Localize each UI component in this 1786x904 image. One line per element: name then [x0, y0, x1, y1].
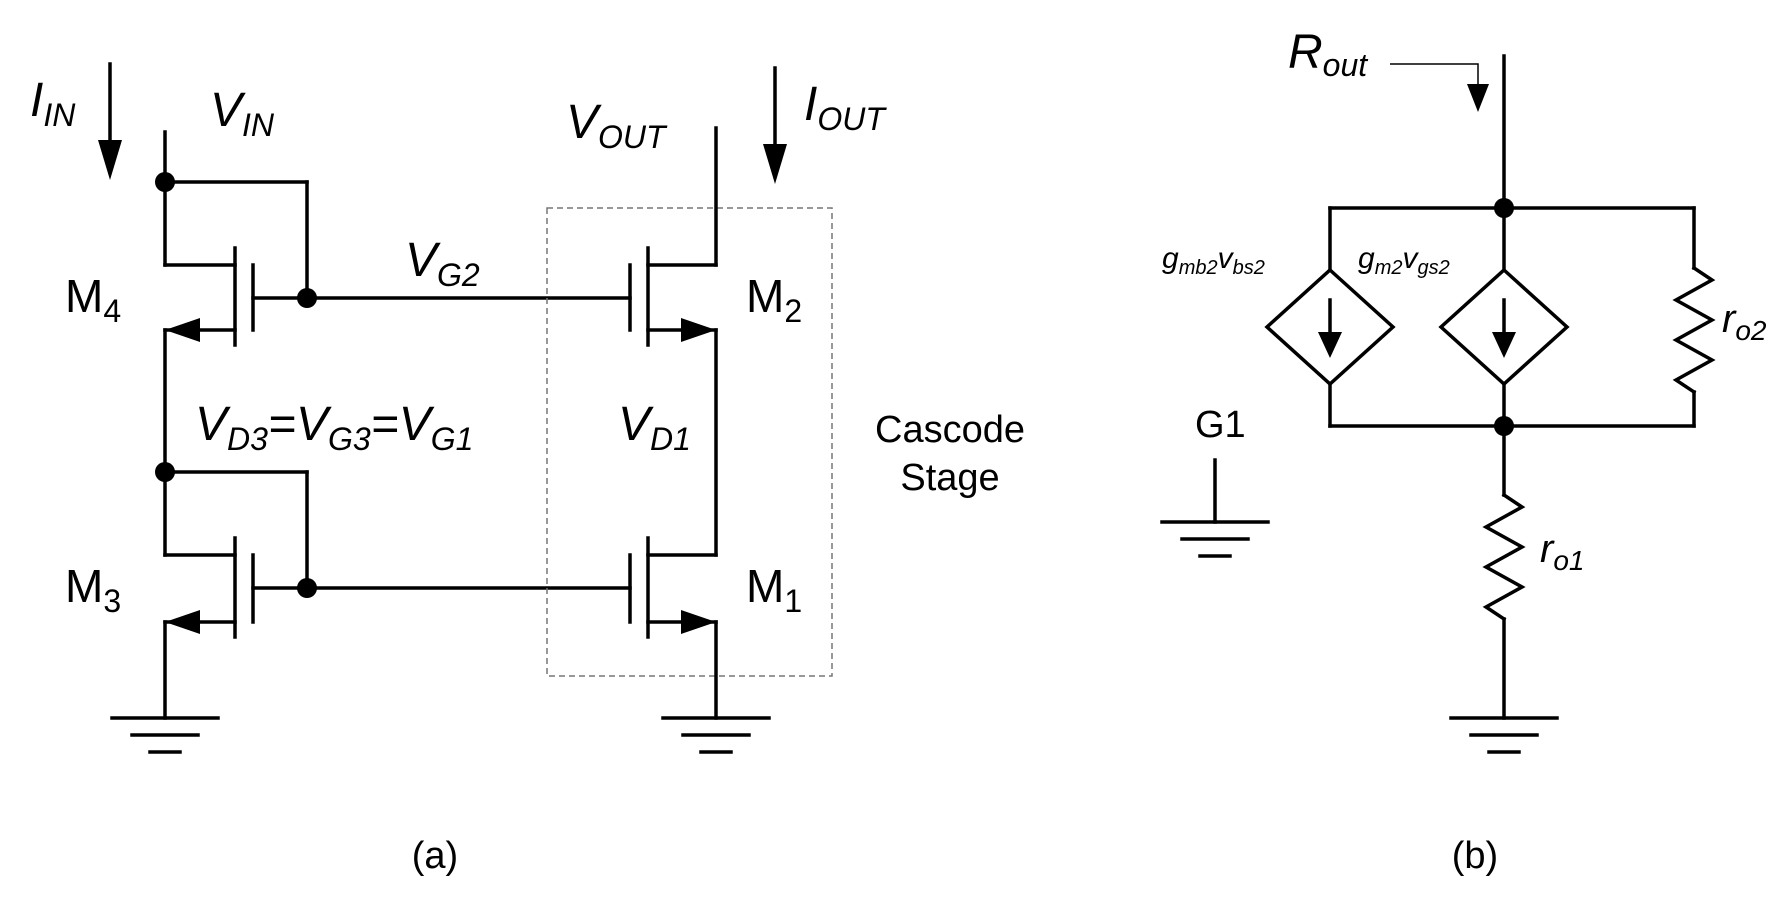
- node-top-dot: [1494, 198, 1514, 218]
- m3-source-arrow: [165, 610, 200, 634]
- node-vin-dot: [155, 172, 175, 192]
- m3-diode-wiring: [163, 470, 309, 590]
- label-g1: G1: [1195, 404, 1246, 446]
- label-gm2-vgs2: gm2vgs2: [1358, 242, 1450, 279]
- m2-transistor: [628, 246, 718, 347]
- label-rout: Rout: [1288, 26, 1368, 83]
- cascode-stage-box: [546, 207, 833, 677]
- m2-source-arrow: [681, 318, 716, 342]
- m1-source-arrow: [681, 610, 716, 634]
- m4-source-arrow: [165, 318, 200, 342]
- ground-symbol-ro1: [1449, 716, 1559, 754]
- ro2-resistor: [1672, 206, 1716, 428]
- label-vd3-vg3-vg1: VD3=VG3=VG1: [195, 398, 473, 457]
- caption-b: (b): [1452, 835, 1498, 877]
- label-cascode-stage-line2: Stage: [900, 457, 999, 499]
- ground-symbol-m3: [110, 716, 220, 754]
- m1-transistor: [628, 536, 718, 720]
- label-vin: VIN: [210, 84, 275, 143]
- panel-a-schematic: IIN VIN VOUT IOUT VG2 VD3=VG3=VG1 VD1 M4…: [30, 62, 1025, 877]
- rout-pointer-line: [1390, 63, 1479, 84]
- label-iout: IOUT: [804, 78, 887, 137]
- m4-transistor: [163, 246, 309, 347]
- m4-diode-wiring: [163, 130, 309, 300]
- label-m4: M4: [65, 270, 121, 329]
- label-vd1: VD1: [618, 398, 691, 457]
- iin-current-arrow: [98, 62, 122, 180]
- label-gmb2-vbs2: gmb2vbs2: [1162, 242, 1265, 279]
- gm2-dependent-current-source: [1438, 267, 1570, 387]
- label-m2: M2: [746, 270, 802, 329]
- rout-pointer-arrow: [1467, 84, 1489, 112]
- label-vout: VOUT: [566, 96, 668, 155]
- node-bottom-dot: [1494, 416, 1514, 436]
- iout-current-arrow: [763, 66, 787, 184]
- m3-transistor: [163, 536, 309, 720]
- label-m3: M3: [65, 560, 121, 619]
- label-cascode-stage-line1: Cascode: [875, 409, 1025, 451]
- node-vd3-dot: [155, 462, 175, 482]
- panel-b-small-signal-model: Rout gmb2vbs2 gm2vgs2 ro2 ro1 G1 (b): [1160, 26, 1767, 877]
- ground-symbol-g1: [1160, 458, 1270, 558]
- label-m1: M1: [746, 560, 802, 619]
- ro1-resistor: [1482, 492, 1526, 720]
- label-vg2: VG2: [405, 234, 480, 293]
- caption-a: (a): [412, 835, 458, 877]
- label-ro1: ro1: [1540, 527, 1584, 576]
- label-ro2: ro2: [1722, 297, 1767, 346]
- gmb2-dependent-current-source: [1264, 206, 1396, 428]
- ground-symbol-m1: [661, 716, 771, 754]
- label-iin: IIN: [30, 74, 76, 133]
